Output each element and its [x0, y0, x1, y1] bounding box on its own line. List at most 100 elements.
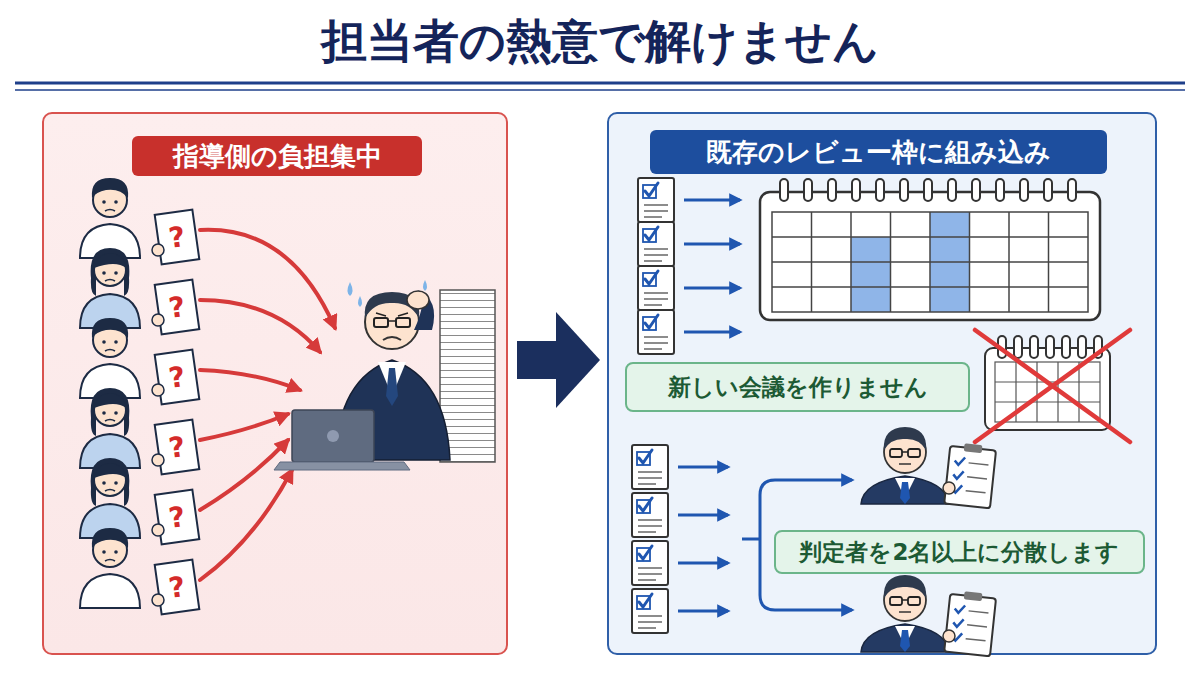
review-calendar [900, 179, 908, 201]
review-calendar [876, 179, 884, 201]
question-mark: ? [159, 567, 196, 607]
cancelled-calendar [995, 401, 1100, 402]
overloaded-supervisor [396, 318, 410, 327]
review-calendar [772, 212, 1088, 312]
cancelled-calendar [1046, 336, 1054, 358]
student-figure [102, 340, 106, 344]
cancelled-calendar [1078, 362, 1079, 422]
student-figure [102, 200, 106, 204]
checklist-doc [638, 310, 674, 354]
cancelled-calendar [975, 330, 1130, 442]
checklist-doc [638, 266, 674, 310]
checklist-doc [632, 541, 668, 585]
review-calendar [772, 286, 1088, 288]
review-calendar [772, 236, 1088, 238]
checklist-doc [638, 178, 674, 222]
flow-arrow [684, 287, 740, 290]
question-mark: ? [159, 497, 196, 537]
student-figure [105, 350, 115, 352]
review-calendar [924, 179, 932, 201]
student-figure [102, 481, 106, 485]
panel-heading: 既存のレビュー枠に組み込み [650, 130, 1107, 174]
student-figure [152, 384, 164, 396]
title-underline [15, 89, 1185, 91]
student-figure [94, 254, 126, 286]
cancelled-calendar [1030, 336, 1038, 358]
student-figure [102, 411, 106, 415]
student-figure [114, 550, 118, 554]
student-figure [105, 210, 115, 212]
student-figure [152, 454, 164, 466]
student-figure [155, 420, 200, 475]
review-calendar [851, 237, 891, 312]
overloaded-supervisor [274, 462, 410, 470]
review-calendar [760, 179, 1100, 320]
student-figure [105, 420, 115, 422]
student-figure [105, 490, 115, 492]
arrow-head [556, 312, 600, 408]
arrow-shaft [517, 341, 558, 379]
cancelled-calendar [1062, 336, 1070, 358]
overloaded-supervisor [327, 430, 339, 442]
title-underline [15, 82, 1185, 85]
checklist-doc [632, 589, 668, 633]
review-calendar [948, 179, 956, 201]
checklist-doc [638, 222, 674, 266]
student-figure [114, 200, 118, 204]
student-figure [155, 560, 200, 615]
overloaded-supervisor [388, 320, 396, 322]
flow-arrow [684, 243, 740, 246]
student-figure [114, 481, 118, 485]
review-calendar [1020, 179, 1028, 201]
student-figure [94, 394, 126, 408]
review-calendar [1068, 179, 1076, 201]
title-underline [15, 83, 1185, 90]
student-figure [94, 394, 126, 426]
overloaded-supervisor [292, 410, 374, 462]
student-figure [114, 340, 118, 344]
student-figure [155, 490, 200, 545]
student-figure [152, 314, 164, 326]
flow-arrow [678, 610, 728, 613]
student-figure [114, 271, 118, 275]
review-calendar [780, 179, 788, 201]
flow-arrow [678, 514, 728, 517]
flow-arrow [684, 331, 740, 334]
review-calendar [772, 261, 1088, 263]
student-figure [152, 244, 164, 256]
student-figure [114, 411, 118, 415]
review-calendar [996, 179, 1004, 201]
question-mark: ? [159, 217, 196, 257]
student-figure [94, 464, 126, 478]
overloaded-supervisor [376, 313, 408, 316]
student-figure [152, 524, 164, 536]
cancelled-calendar [1036, 362, 1037, 422]
split-bracket [742, 538, 760, 541]
overloaded-supervisor [407, 291, 429, 309]
review-calendar [760, 192, 1100, 320]
cancelled-calendar [1078, 336, 1086, 358]
note-box: 新しい会議を作りません [625, 362, 970, 412]
cancelled-calendar [975, 330, 1130, 442]
checklist-doc [638, 178, 674, 354]
panel-heading: 指導側の負担集中 [132, 136, 422, 176]
page-title: 担当者の熱意で解けません [0, 10, 1200, 74]
note-text: 新しい会議を作りません [627, 364, 968, 410]
question-mark: ? [159, 427, 196, 467]
note-text: 判定者を2名以上に分散します [776, 532, 1143, 572]
student-figure [155, 280, 200, 335]
student-figure [105, 280, 115, 282]
overloaded-supervisor [386, 368, 398, 406]
review-calendar [772, 212, 1088, 312]
flow-arrow [678, 562, 728, 565]
overloaded-supervisor [383, 337, 401, 340]
flow-arrow [678, 466, 728, 469]
student-figure [102, 271, 106, 275]
student-figure [102, 550, 106, 554]
student-figure [155, 350, 200, 405]
review-calendar [1044, 179, 1052, 201]
cancelled-calendar [1014, 336, 1022, 358]
review-calendar [828, 179, 836, 201]
review-calendar [804, 179, 812, 201]
